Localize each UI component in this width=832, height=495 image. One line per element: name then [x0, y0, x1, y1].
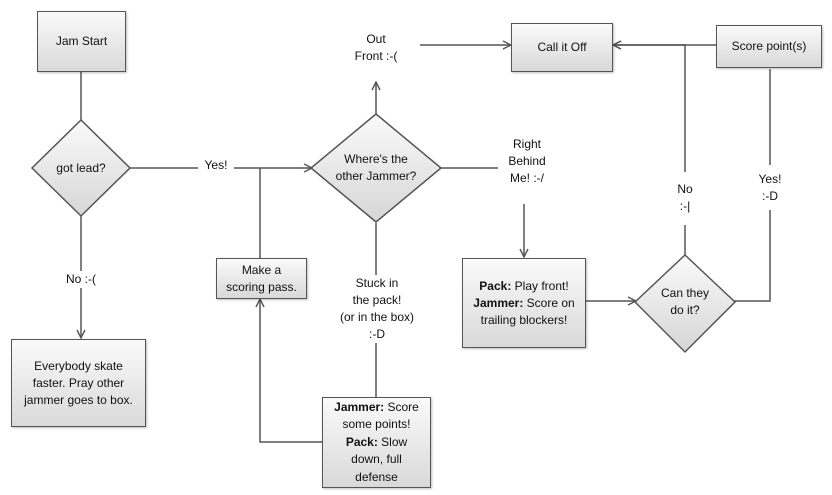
decision-where-label: Where's the other Jammer? [322, 150, 430, 186]
node-pack-line-2: Jammer: Score on [473, 295, 575, 310]
decision-got-lead-label: got lead? [40, 158, 122, 178]
node-jammer-line-3: Pack: Slow [345, 434, 408, 449]
node-pack-line-3: trailing blockers! [480, 312, 568, 327]
node-everybody-line-1: Everybody skate [34, 358, 123, 373]
connector-canthey-no-b [613, 45, 686, 172]
stuck-line-1: Stuck in [355, 276, 399, 290]
edge-label-no-meh: No :-| [670, 181, 700, 215]
node-make-pass-line-2: scoring pass. [226, 279, 297, 294]
node-call-it-off-label: Call it Off [537, 40, 587, 54]
out-front-line-1: Out [366, 32, 386, 46]
decision-can-they-label: Can they do it? [640, 284, 730, 320]
node-jammer-line-1: Jammer: Score [334, 399, 419, 414]
node-jam-start-label: Jam Start [55, 34, 108, 48]
edge-label-yes: Yes! [198, 157, 234, 174]
no-meh-line-2: :-| [679, 199, 691, 213]
edge-label-stuck: Stuck in the pack! (or in the box) :-D [331, 275, 423, 343]
connector-score-to-pass [260, 299, 322, 443]
node-everybody-skate-faster: Everybody skate faster. Pray other jamme… [11, 339, 146, 427]
node-score-points: Score point(s) [716, 25, 822, 68]
node-jammer-line-5: defense [355, 469, 398, 484]
decision-can-they [633, 253, 737, 354]
node-make-scoring-pass: Make a scoring pass. [216, 258, 307, 299]
right-behind-line-2: Behind [508, 154, 546, 168]
out-front-line-2: Front :-( [354, 49, 398, 63]
node-call-it-off: Call it Off [511, 23, 613, 72]
node-jammer-score-points: Jammer: Score some points! Pack: Slow do… [322, 397, 431, 488]
yes-happy-line-1: Yes! [758, 172, 782, 186]
stuck-line-3: (or in the box) [339, 310, 415, 324]
decision-got-lead [30, 118, 132, 218]
edge-label-no-sad: No :-( [58, 271, 104, 288]
edge-no-sad-text: No :-( [66, 272, 96, 286]
node-everybody-line-2: faster. Pray other [32, 375, 125, 390]
node-make-pass-line-1: Make a [241, 262, 282, 277]
yes-happy-line-2: :-D [762, 189, 778, 203]
edge-label-right-behind: Right Behind Me! :-/ [498, 136, 556, 187]
node-jammer-line-4: down, full [351, 452, 402, 467]
node-pack-play-front: Pack: Play front! Jammer: Score on trail… [462, 258, 586, 348]
edge-label-yes-happy: Yes! :-D [753, 171, 787, 205]
right-behind-line-1: Right [512, 137, 541, 151]
no-meh-line-1: No [677, 182, 693, 196]
stuck-line-2: the pack! [352, 293, 402, 307]
can-they-line-1: Can they [660, 286, 710, 300]
connector-canthey-yes-a [734, 210, 771, 302]
got-lead-text: got lead? [56, 160, 106, 175]
can-they-line-2: do it? [670, 303, 700, 317]
where-line-1: Where's the [344, 152, 408, 166]
node-pack-line-1: Pack: Play front! [479, 278, 569, 293]
right-behind-line-3: Me! :-/ [509, 171, 544, 185]
node-everybody-line-3: jammer goes to box. [24, 392, 133, 407]
decision-where-other-jammer [309, 113, 443, 223]
stuck-line-4: :-D [369, 327, 385, 341]
edge-yes-text: Yes! [204, 158, 228, 172]
node-jam-start: Jam Start [37, 11, 126, 72]
node-jammer-line-2: some points! [342, 417, 411, 432]
edge-label-out-front: Out Front :-( [345, 31, 407, 65]
where-line-2: other Jammer? [335, 169, 417, 183]
node-score-points-label: Score point(s) [731, 39, 807, 53]
